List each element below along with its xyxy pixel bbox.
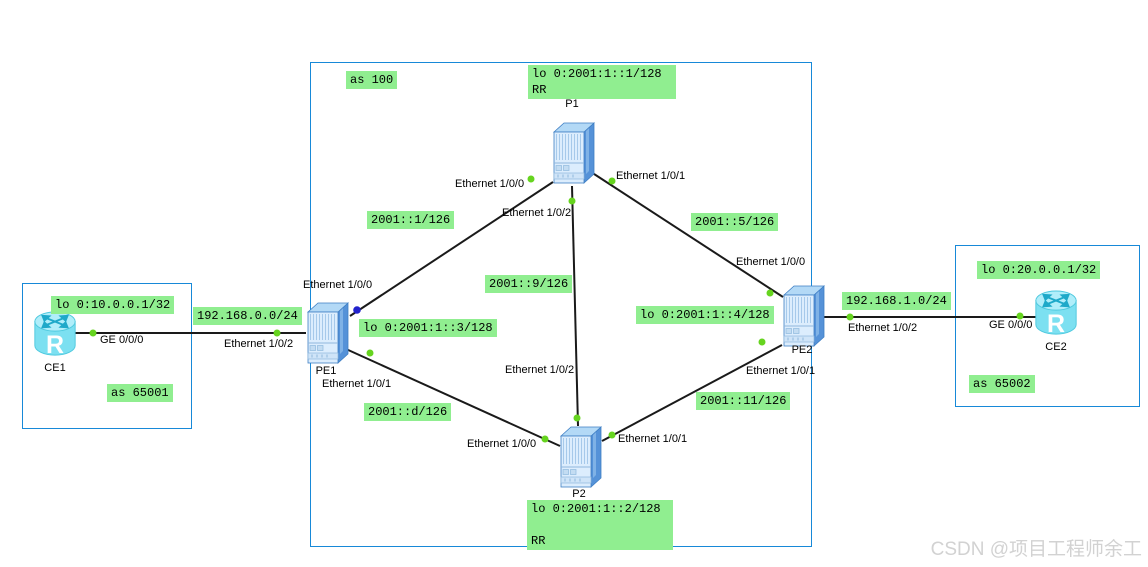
router-icon [31, 308, 79, 362]
iflabel-pe2-eth100: Ethernet 1/0/0 [736, 256, 806, 268]
iflabel-ce1-ge000: GE 0/0/0 [100, 334, 144, 346]
device-name-pe2: PE2 [791, 344, 813, 356]
port-selected-dot [353, 306, 361, 314]
annotation-as65002: as 65002 [969, 375, 1035, 393]
annotation-net-192-168-1: 192.168.1.0/24 [842, 292, 951, 310]
iflabel-pe2-eth101: Ethernet 1/0/1 [746, 365, 816, 377]
port-up-dot [573, 414, 581, 422]
iflabel-p1-eth100: Ethernet 1/0/0 [455, 178, 525, 190]
port-up-dot [541, 435, 549, 443]
port-up-dot [758, 338, 766, 346]
iflabel-ce2-ge000: GE 0/0/0 [989, 319, 1033, 331]
iflabel-pe1-eth101: Ethernet 1/0/1 [322, 378, 392, 390]
port-up-dot [366, 349, 374, 357]
device-ce2[interactable] [1032, 287, 1080, 341]
chassis-icon [556, 423, 602, 489]
device-name-p1: P1 [565, 98, 579, 110]
port-up-dot [1016, 312, 1024, 320]
iflabel-p2-eth100: Ethernet 1/0/0 [467, 438, 537, 450]
link-p1-pe2[interactable] [590, 171, 784, 298]
link-p1-p2[interactable] [571, 185, 579, 427]
port-up-dot [766, 289, 774, 297]
csdn-watermark: CSDN @项目工程师余工 [930, 539, 1142, 560]
link-p2-pe2[interactable] [601, 344, 783, 442]
annotation-p1-loopback: lo 0:2001:1::1/128 RR [528, 65, 676, 99]
annotation-pe1-loopback: lo 0:2001:1::3/128 [359, 319, 497, 337]
device-p2[interactable] [556, 423, 602, 489]
iflabel-pe2-eth102: Ethernet 1/0/2 [848, 322, 918, 334]
annotation-p2-loopback: lo 0:2001:1::2/128 RR [527, 500, 673, 550]
annotation-ce1-loopback: lo 0:10.0.0.1/32 [51, 296, 175, 314]
device-name-pe1: PE1 [315, 365, 337, 377]
annotation-as100: as 100 [346, 71, 398, 89]
iflabel-pe1-eth102: Ethernet 1/0/2 [224, 338, 294, 350]
device-name-ce2: CE2 [1045, 341, 1067, 353]
annotation-net-2001-11: 2001::11/126 [696, 392, 791, 410]
iflabel-p1-eth102: Ethernet 1/0/2 [502, 207, 572, 219]
device-name-p2: P2 [572, 488, 586, 500]
device-p1[interactable] [549, 119, 595, 185]
as65002-group-box [955, 245, 1140, 407]
port-up-dot [608, 177, 616, 185]
router-icon [1032, 287, 1080, 341]
annotation-ce2-loopback: lo 0:20.0.0.1/32 [977, 261, 1101, 279]
annotation-net-2001-1: 2001::1/126 [367, 211, 455, 229]
port-up-dot [527, 175, 535, 183]
iflabel-p1-eth101: Ethernet 1/0/1 [616, 170, 686, 182]
chassis-icon [779, 282, 825, 348]
device-ce1[interactable] [31, 308, 79, 362]
iflabel-p2-eth101: Ethernet 1/0/1 [618, 433, 688, 445]
chassis-icon [303, 299, 349, 365]
annotation-net-2001-5: 2001::5/126 [691, 213, 779, 231]
device-name-ce1: CE1 [44, 362, 66, 374]
annotation-net-2001-9: 2001::9/126 [485, 275, 573, 293]
annotation-as65001: as 65001 [107, 384, 173, 402]
annotation-pe2-loopback: lo 0:2001:1::4/128 [636, 306, 774, 324]
port-up-dot [568, 197, 576, 205]
link-pe1-p2[interactable] [345, 348, 561, 447]
iflabel-p2-eth102: Ethernet 1/0/2 [505, 364, 575, 376]
device-pe1[interactable] [303, 299, 349, 365]
device-pe2[interactable] [779, 282, 825, 348]
as65001-group-box [22, 283, 192, 429]
link-pe1-p1[interactable] [349, 181, 554, 317]
port-up-dot [608, 431, 616, 439]
port-up-dot [273, 329, 281, 337]
annotation-net-2001-d: 2001::d/126 [364, 403, 452, 421]
port-up-dot [846, 313, 854, 321]
annotation-net-192-168-0: 192.168.0.0/24 [193, 307, 302, 325]
iflabel-pe1-eth100: Ethernet 1/0/0 [303, 279, 373, 291]
port-up-dot [89, 329, 97, 337]
chassis-icon [549, 119, 595, 185]
